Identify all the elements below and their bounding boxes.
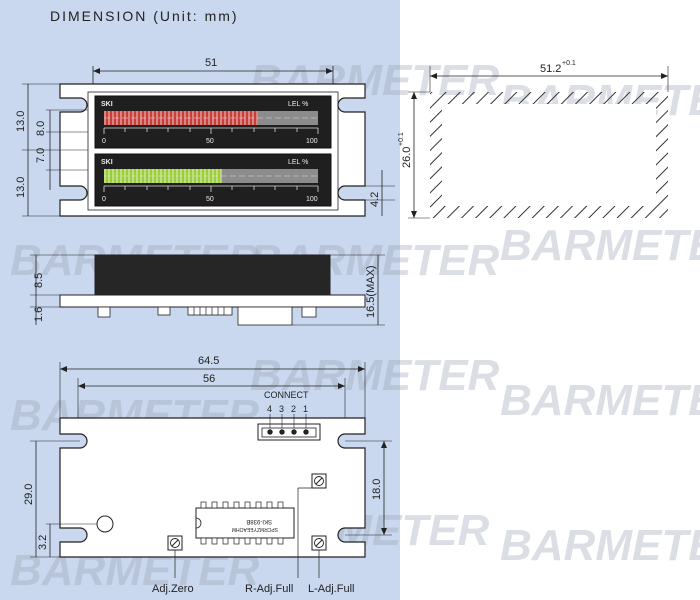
height-label: 16.5(MAX) (365, 265, 377, 318)
scale-label: 100 (306, 196, 318, 203)
meter-brand: SKI (101, 159, 113, 166)
scale-label: 50 (206, 138, 214, 145)
page-title: DIMENSION (Unit: mm) (50, 8, 239, 24)
chip-label: SPCRMZYEEAOHM (232, 526, 278, 532)
scale-label: 0 (102, 138, 106, 145)
watermark-text: BARMETER (500, 221, 700, 270)
dim-label: 13.0 (15, 111, 27, 132)
cutout-width-label: 51.2 (540, 63, 561, 75)
meter-top: SKI LEL % 0 50 100 (94, 95, 332, 149)
watermark-text: BARMETER (500, 521, 700, 570)
outer-width-label: 64.5 (198, 355, 219, 367)
cutout-labels: 51.2 +0.1 26.0 +0.1 (398, 60, 576, 168)
meter-unit: LEL % (288, 159, 308, 166)
cutout-width-tol: +0.1 (562, 60, 576, 67)
dim-label: 18.0 (371, 479, 383, 500)
back-view (30, 362, 392, 578)
front-width-label: 51 (205, 57, 217, 69)
side-view-labels: 8.5 1.6 16.5(MAX) (33, 265, 377, 322)
dim-label: 7.0 (35, 148, 47, 163)
cutout-height-tol: +0.1 (398, 132, 405, 146)
r-adj-full-label: R-Adj.Full (245, 583, 293, 595)
dim-label: 8.0 (35, 121, 47, 136)
meter-unit: LEL % (288, 101, 308, 108)
inner-width-label: 56 (203, 373, 215, 385)
adj-zero-label: Adj.Zero (152, 583, 194, 595)
pin-label: 2 (291, 404, 296, 414)
meter-bottom: SKI LEL % 0 50 100 (94, 153, 332, 207)
pin-label: 4 (267, 404, 272, 414)
meter-brand: SKI (101, 101, 113, 108)
dim-label: 1.6 (33, 307, 45, 322)
cutout-height-label: 26.0 (401, 147, 413, 168)
scale-label: 0 (102, 196, 106, 203)
l-adj-full-label: L-Adj.Full (308, 583, 354, 595)
back-view-labels: 64.5 56 CONNECT 4 3 2 1 29.0 3.2 18.0 SK… (23, 355, 383, 595)
dim-label: 29.0 (23, 484, 35, 505)
pin-label: 3 (279, 404, 284, 414)
dim-label: 8.5 (33, 273, 45, 288)
scale-label: 100 (306, 138, 318, 145)
panel-cutout (408, 66, 669, 219)
dim-label: 3.2 (37, 535, 49, 550)
pin-label: 1 (303, 404, 308, 414)
front-view-labels: 51 13.0 8.0 7.0 13.0 4.2 (15, 57, 381, 207)
connect-label: CONNECT (264, 390, 309, 400)
side-view (30, 254, 385, 326)
watermark-text: BARMETER (500, 376, 700, 425)
watermark-text: BARMETER (250, 351, 500, 400)
scale-label: 50 (206, 196, 214, 203)
chip-label: SKI-938B (246, 518, 272, 524)
dim-label: 4.2 (369, 192, 381, 207)
dim-label: 13.0 (15, 177, 27, 198)
